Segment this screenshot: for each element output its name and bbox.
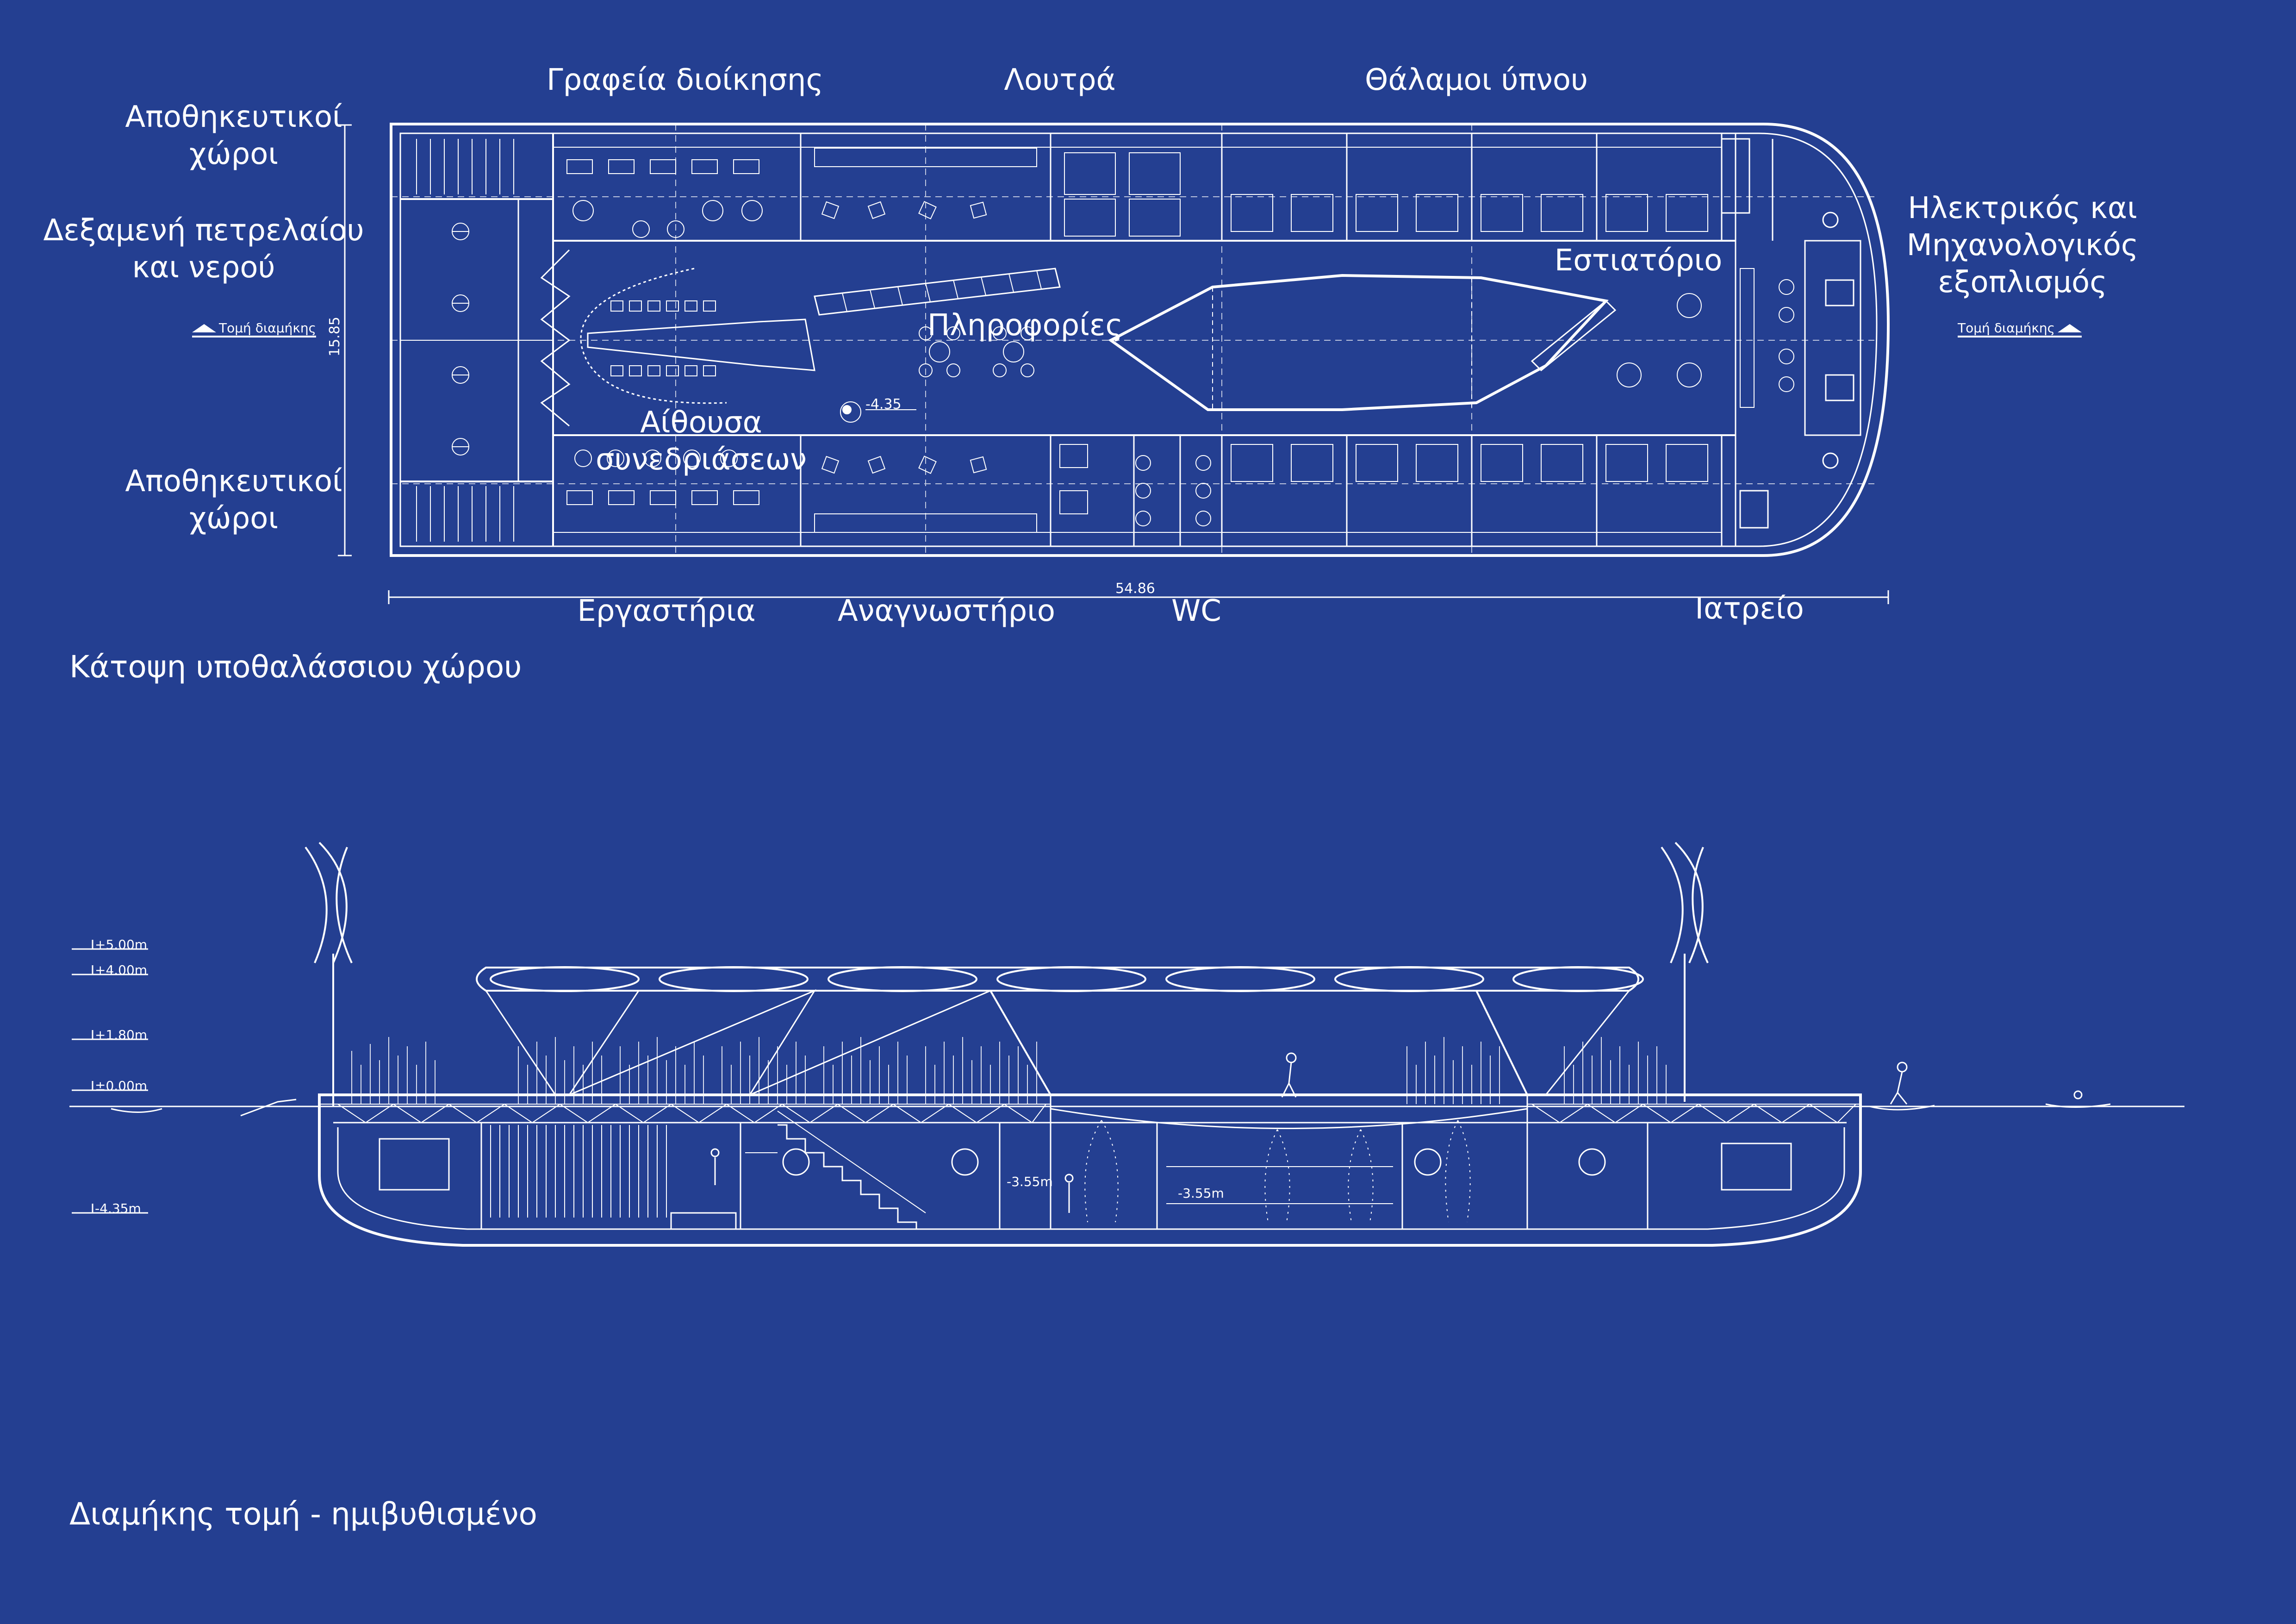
label-infirmary: Ιατρείο	[1695, 592, 1804, 626]
level-plus-5: +5.00m	[95, 937, 148, 952]
plan-hull-outer	[390, 123, 1890, 557]
inner-level-1: -3.55m	[1007, 1174, 1053, 1189]
label-storage-bottom: Αποθηκευτικοί χώροι	[125, 463, 342, 537]
dimension-length: 54.86	[1115, 581, 1155, 597]
label-storage-bottom-line-2: χώροι	[189, 501, 278, 536]
stair-top	[814, 268, 1061, 316]
section-marker-triangle-icon-right	[2058, 324, 2082, 332]
label-storage-top: Αποθηκευτικοί χώροι	[125, 99, 342, 173]
section-marker-left: Τομή διαμήκης	[192, 320, 316, 337]
label-sleeping-cabins: Θάλαμοι ύπνου	[1365, 63, 1588, 97]
label-mechanical-equipment: Ηλεκτρικός και Μηχανολογικός εξοπλισμός	[1907, 190, 2139, 301]
plan-level-mark: -4.35	[865, 396, 902, 412]
label-meeting-line-1: Αίθουσα	[640, 406, 762, 440]
meeting-room-arc	[580, 268, 727, 404]
meeting-table	[587, 319, 815, 371]
section-caption: Διαμήκης τομή - ημιβυθισμένο	[69, 1496, 537, 1532]
label-information: Πληροφορίες	[927, 308, 1123, 343]
section-hull	[318, 1093, 1862, 1247]
level-plus-1-8: +1.80m	[95, 1027, 148, 1043]
plan-hull-inner	[399, 132, 1878, 547]
solar-canopy	[476, 966, 1644, 1097]
label-mech-line-1: Ηλεκτρικός και	[1908, 191, 2137, 225]
level-plus-4: +4.00m	[95, 962, 148, 978]
wind-turbine-right	[1661, 842, 1709, 1102]
label-mech-line-3: εξοπλισμός	[1938, 265, 2107, 300]
level-minus-4-35: -4.35m	[95, 1201, 141, 1216]
label-meeting-room: Αίθουσα συνεδριάσεων	[596, 404, 807, 478]
label-baths: Λουτρά	[1004, 63, 1116, 97]
section-marker-left-label: Τομή διαμήκης	[219, 320, 316, 336]
label-tank-line-2: και νερού	[132, 250, 275, 285]
label-storage-bottom-line-1: Αποθηκευτικοί	[125, 464, 342, 499]
section-marker-right-label: Τομή διαμήκης	[1958, 320, 2055, 336]
label-fuel-water-tank: Δεξαμενή πετρελαίου και νερού	[44, 212, 364, 286]
wind-turbine-left	[305, 842, 353, 1106]
label-reading-room: Αναγνωστήριο	[837, 594, 1056, 628]
label-storage-top-line-2: χώροι	[189, 137, 278, 171]
label-mech-line-2: Μηχανολογικός	[1906, 228, 2139, 262]
zigzag-wall	[540, 249, 571, 427]
section-marker-triangle-icon	[192, 324, 216, 332]
section-marker-right: Τομή διαμήκης	[1958, 320, 2082, 337]
floor-plan	[338, 123, 1890, 604]
label-storage-top-line-1: Αποθηκευτικοί	[125, 100, 342, 134]
level-zero: ±0.00m	[95, 1078, 148, 1093]
glass-lens	[1108, 274, 1609, 411]
label-restaurant: Εστιατόριο	[1554, 244, 1723, 278]
plan-caption: Κάτοψη υποθαλάσσιου χώρου	[69, 649, 522, 685]
label-tank-line-1: Δεξαμενή πετρελαίου	[43, 213, 364, 248]
inner-level-2: -3.55m	[1178, 1186, 1224, 1201]
longitudinal-section	[69, 842, 2184, 1247]
label-meeting-line-2: συνεδριάσεων	[595, 443, 807, 477]
label-wc: WC	[1171, 594, 1221, 628]
dimension-width: 15.85	[327, 317, 343, 356]
label-admin-offices: Γραφεία διοίκησης	[546, 63, 824, 97]
stair-restaurant	[1531, 300, 1617, 372]
label-workshops: Εργαστήρια	[577, 594, 756, 628]
deck-reeds	[351, 1037, 1667, 1104]
